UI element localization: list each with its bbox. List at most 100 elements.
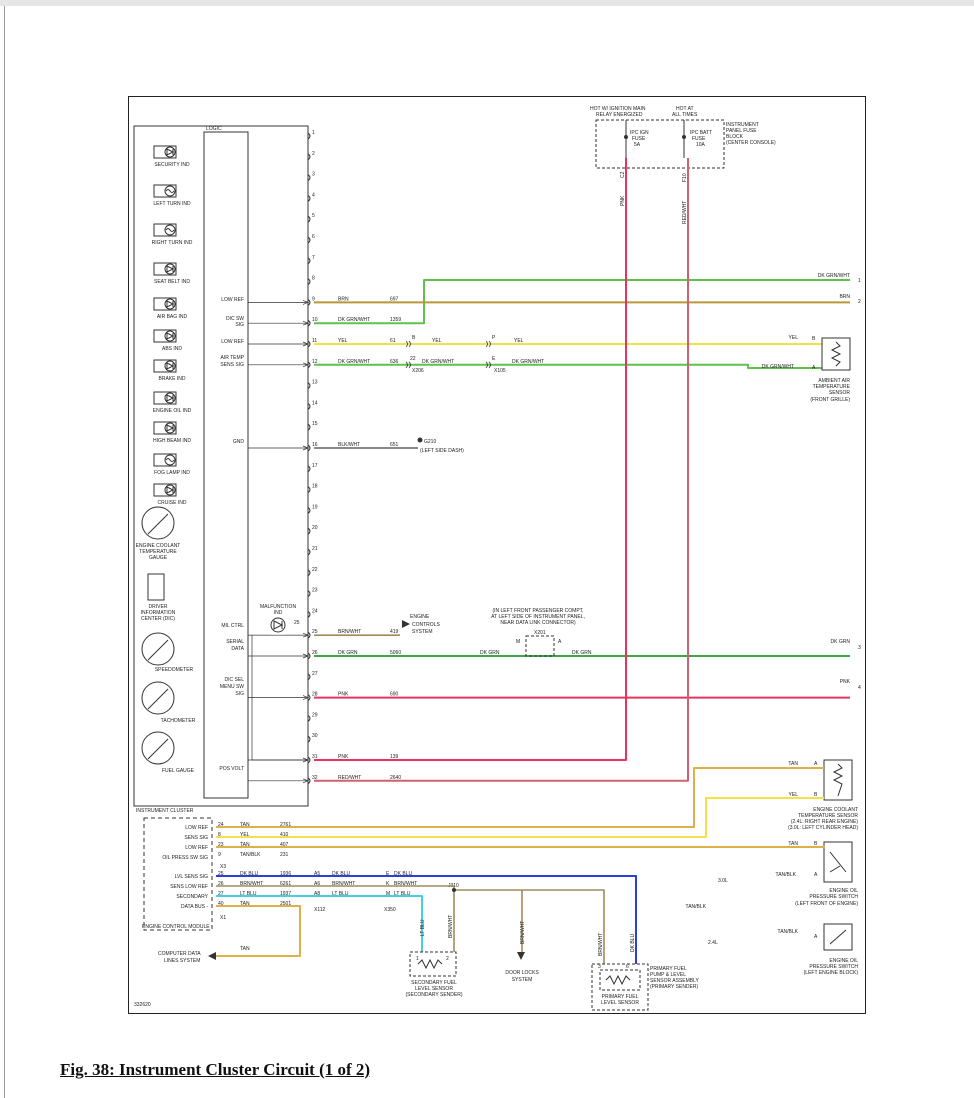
- ecm2-pin-label: 25: [218, 871, 224, 877]
- led-icon: [164, 360, 176, 372]
- batt-fuse-label-1: IPC BATT: [690, 130, 712, 136]
- ign-fuse-icon: [624, 135, 628, 139]
- ground-id: G210: [424, 439, 436, 445]
- coolant-temp-sensor: TAN A YEL B ENGINE COOLANT TEMPERATURE S…: [788, 759, 858, 831]
- ecm2-signal-label: DATA BUS -: [181, 904, 208, 910]
- stub-arrow-icon: [302, 362, 309, 368]
- fuse-redwht-label: RED/WHT: [682, 201, 688, 224]
- led-glyph-icon: [166, 486, 175, 494]
- secondary-label-2: LEVEL SENSOR: [415, 986, 453, 992]
- computer-data-tan: TAN: [240, 946, 250, 952]
- primary-dkblu: DK BLU: [630, 934, 636, 952]
- ecm-pin-label: 9: [218, 852, 221, 858]
- led-icon: [164, 146, 176, 158]
- pin-number: 23: [312, 588, 318, 594]
- ambient-pin-a: A: [812, 365, 816, 371]
- pin-terminal-icon: [307, 715, 311, 722]
- x105-label: X105: [494, 368, 506, 374]
- coolant-label-1: ENGINE COOLANT: [813, 807, 858, 813]
- indicator-label: BRAKE IND: [159, 376, 186, 382]
- indicator-label: ENGINE OIL IND: [153, 408, 192, 414]
- pin-terminal-icon: [307, 735, 311, 743]
- sig-dic-sel-1: DIC SEL: [225, 677, 245, 683]
- door-locks-1: DOOR LOCKS: [505, 970, 539, 976]
- dic-display-icon: [147, 573, 165, 601]
- pin-terminal-icon: [307, 174, 311, 181]
- pin-number: 31: [312, 754, 318, 760]
- indicator-label: SEAT BELT IND: [154, 279, 190, 285]
- led-glyph-icon: [166, 300, 175, 308]
- secondary-p1: 1: [416, 956, 419, 962]
- led-icon: [164, 263, 176, 275]
- pin-terminal-icon: [307, 652, 311, 660]
- pin-number: 6: [312, 234, 315, 240]
- pin-terminal-icon: [307, 444, 311, 452]
- indicator-frame: [153, 184, 177, 198]
- primary-sender-resistor-icon: [605, 974, 631, 986]
- pin-terminal-icon: [307, 195, 311, 202]
- inline-connector-icon: [405, 340, 411, 348]
- dic-label-3: CENTER (DIC): [141, 616, 175, 622]
- x105-pin-yel: P: [492, 335, 496, 341]
- pin-terminal-icon: [307, 236, 311, 244]
- fuel-gauge-needle: [147, 738, 169, 760]
- led-icon: [164, 422, 176, 434]
- tanblk-mid-label: TAN/BLK: [686, 904, 707, 910]
- indicator-label: FOG LAMP IND: [154, 470, 190, 476]
- pin-number: 32: [312, 775, 318, 781]
- pin-terminal-icon: [307, 777, 311, 785]
- pin-terminal-icon: [307, 257, 311, 265]
- door-locks-ref: BRN/WHT DOOR LOCKS SYSTEM: [505, 921, 539, 983]
- ambient-yel: YEL: [789, 335, 799, 341]
- gauge-list: ENGINE COOLANT TEMPERATURE GAUGE DRIVER …: [136, 506, 196, 774]
- tachometer-needle: [147, 688, 169, 710]
- wiring-diagram: LOGIC INSTRUMENT CLUSTER SECURITY INDLEF…: [133, 106, 861, 1011]
- pin-terminal-icon: [307, 590, 311, 597]
- sig-pos-volt: POS VOLT: [219, 766, 244, 772]
- oil30-label-3: (LEFT FRONT OF ENGINE): [795, 901, 858, 907]
- primary-p3: 3: [598, 964, 601, 970]
- secondary-label-3: (SECONDARY SENDER): [405, 992, 462, 998]
- pin-number: 26: [312, 650, 318, 656]
- oil24-tanblk: TAN/BLK: [778, 929, 799, 935]
- bulb-filament-icon: [165, 458, 175, 462]
- x206-label: X206: [412, 368, 424, 374]
- pin-number: 10: [312, 317, 318, 323]
- ambient-sensor-box: [821, 337, 851, 371]
- right-n4: 4: [858, 685, 861, 691]
- ecm2-wire-color: DK BLU: [240, 871, 258, 877]
- pin-number: 11: [312, 338, 317, 344]
- wire-circuit-label: 61: [390, 338, 396, 344]
- right-pnk-label: PNK: [840, 679, 851, 685]
- bulb-icon: [164, 224, 176, 236]
- pin-number: 16: [312, 442, 318, 448]
- indicator-frame: [153, 359, 177, 373]
- right-dkgrnwht-label: DK GRN/WHT: [818, 273, 850, 279]
- wire-color-label: DK GRN/WHT: [338, 317, 370, 323]
- sig-dic-sel-3: SIG: [235, 691, 244, 697]
- mil-led-icon: [270, 617, 286, 633]
- led-icon: [164, 298, 176, 310]
- ecm-wire-color: YEL: [240, 832, 250, 838]
- pin-terminal-icon: [307, 486, 311, 493]
- oil-pressure-switch-30: TAN B TAN/BLK A 3.0L ENGINE OIL PRESSURE…: [718, 841, 858, 907]
- pin-terminal-icon: [307, 299, 311, 306]
- stub-arrow-icon: [302, 653, 309, 659]
- ecm2-conn3: E: [386, 871, 390, 877]
- fuse-block-box: [595, 119, 725, 169]
- indicator-frame: [153, 391, 177, 405]
- pin-number: 29: [312, 712, 318, 718]
- ecm-wire-color: TAN: [240, 822, 250, 828]
- oil24-label-2: PRESSURE SWITCH: [809, 964, 858, 970]
- ecm-pin-label: 23: [218, 842, 224, 848]
- oil30-tanblk: TAN/BLK: [776, 872, 797, 878]
- pin-terminal-icon: [307, 548, 311, 556]
- mil-pin-inner: 25: [294, 620, 300, 626]
- coolant-pin-a: A: [814, 761, 818, 767]
- fuse-block-label-1: INSTRUMENT: [726, 122, 759, 128]
- ground-g210: G210 (LEFT SIDE DASH): [417, 437, 464, 454]
- dic-label-2: INFORMATION: [141, 610, 176, 616]
- oil24-switch-icon: [829, 929, 847, 945]
- coolant-gauge-label-1: ENGINE COOLANT: [136, 543, 181, 549]
